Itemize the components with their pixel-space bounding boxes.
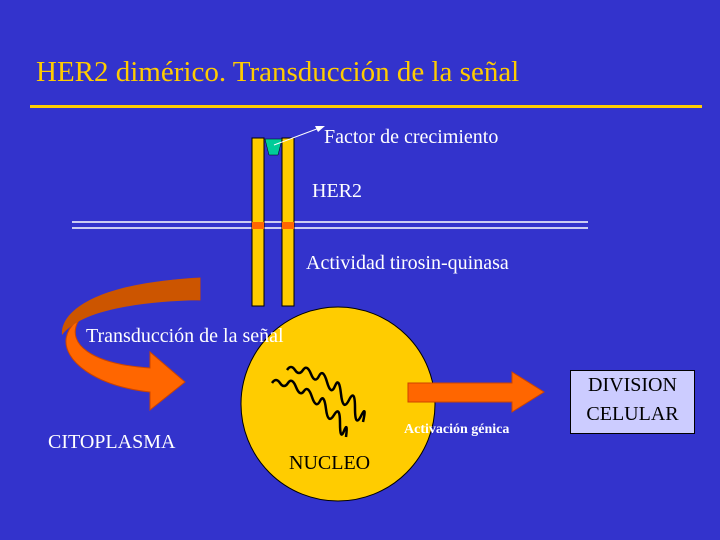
transduction-label: Transducción de la señal — [86, 325, 284, 347]
growth-factor-label: Factor de crecimiento — [324, 126, 499, 148]
gene-activation-label: Activación génica — [404, 422, 510, 437]
her2-label: HER2 — [312, 180, 362, 202]
factor-pointer-arrow — [273, 126, 325, 146]
activation-arrow — [407, 371, 545, 413]
division-line2: CELULAR — [586, 403, 679, 425]
title-underline — [30, 105, 702, 108]
kinase-label: Actividad tirosin-quinasa — [306, 252, 509, 274]
dna-strands — [270, 365, 366, 438]
nucleus — [240, 306, 436, 502]
cell-membrane — [72, 221, 588, 229]
her2-receptor — [251, 137, 295, 307]
curved-transduction-arrow — [61, 277, 201, 412]
cell-division-box: DIVISION CELULAR — [570, 370, 695, 434]
growth-factor — [264, 138, 283, 156]
slide-title: HER2 dimérico. Transducción de la señal — [36, 56, 520, 88]
nucleus-label: NUCLEO — [289, 452, 371, 474]
cytoplasm-label: CITOPLASMA — [48, 431, 176, 453]
division-line1: DIVISION — [588, 374, 677, 396]
